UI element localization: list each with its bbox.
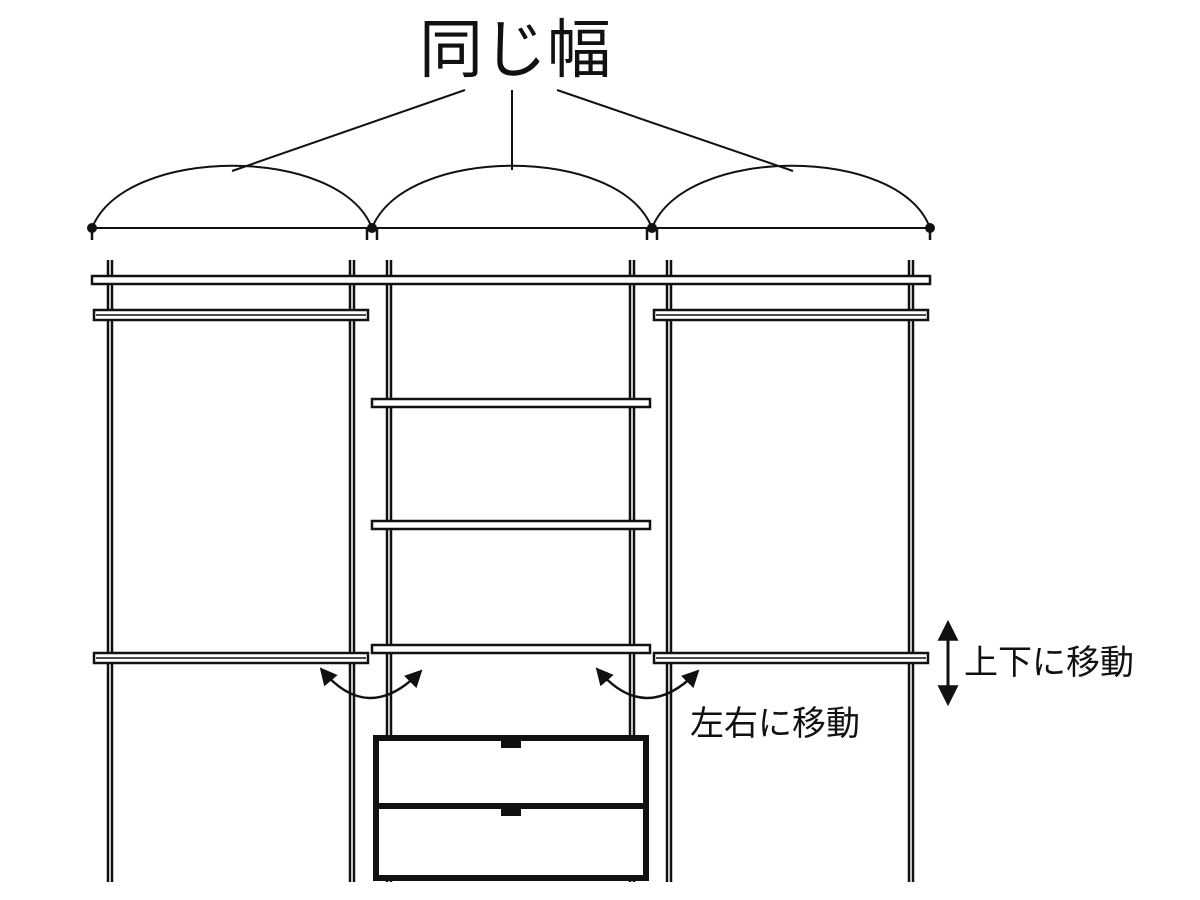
center-bay-shelves bbox=[370, 397, 652, 655]
left-bay-shelves bbox=[92, 308, 370, 665]
width-dimension bbox=[87, 164, 935, 240]
drawer-handle-top bbox=[501, 741, 521, 748]
drawer-unit bbox=[373, 735, 649, 881]
title-leader-lines bbox=[231, 89, 794, 172]
curved-double-arrow-icon bbox=[319, 667, 423, 700]
top-bar bbox=[90, 274, 932, 286]
drawer-handle-bottom bbox=[501, 809, 521, 816]
title-label: 同じ幅 bbox=[419, 14, 611, 88]
horizontal-move-label: 左右に移動 bbox=[690, 704, 860, 744]
curved-double-arrow-icon bbox=[595, 667, 700, 700]
right-bay-shelves bbox=[652, 308, 930, 665]
vertical-move-label: 上下に移動 bbox=[964, 643, 1134, 683]
